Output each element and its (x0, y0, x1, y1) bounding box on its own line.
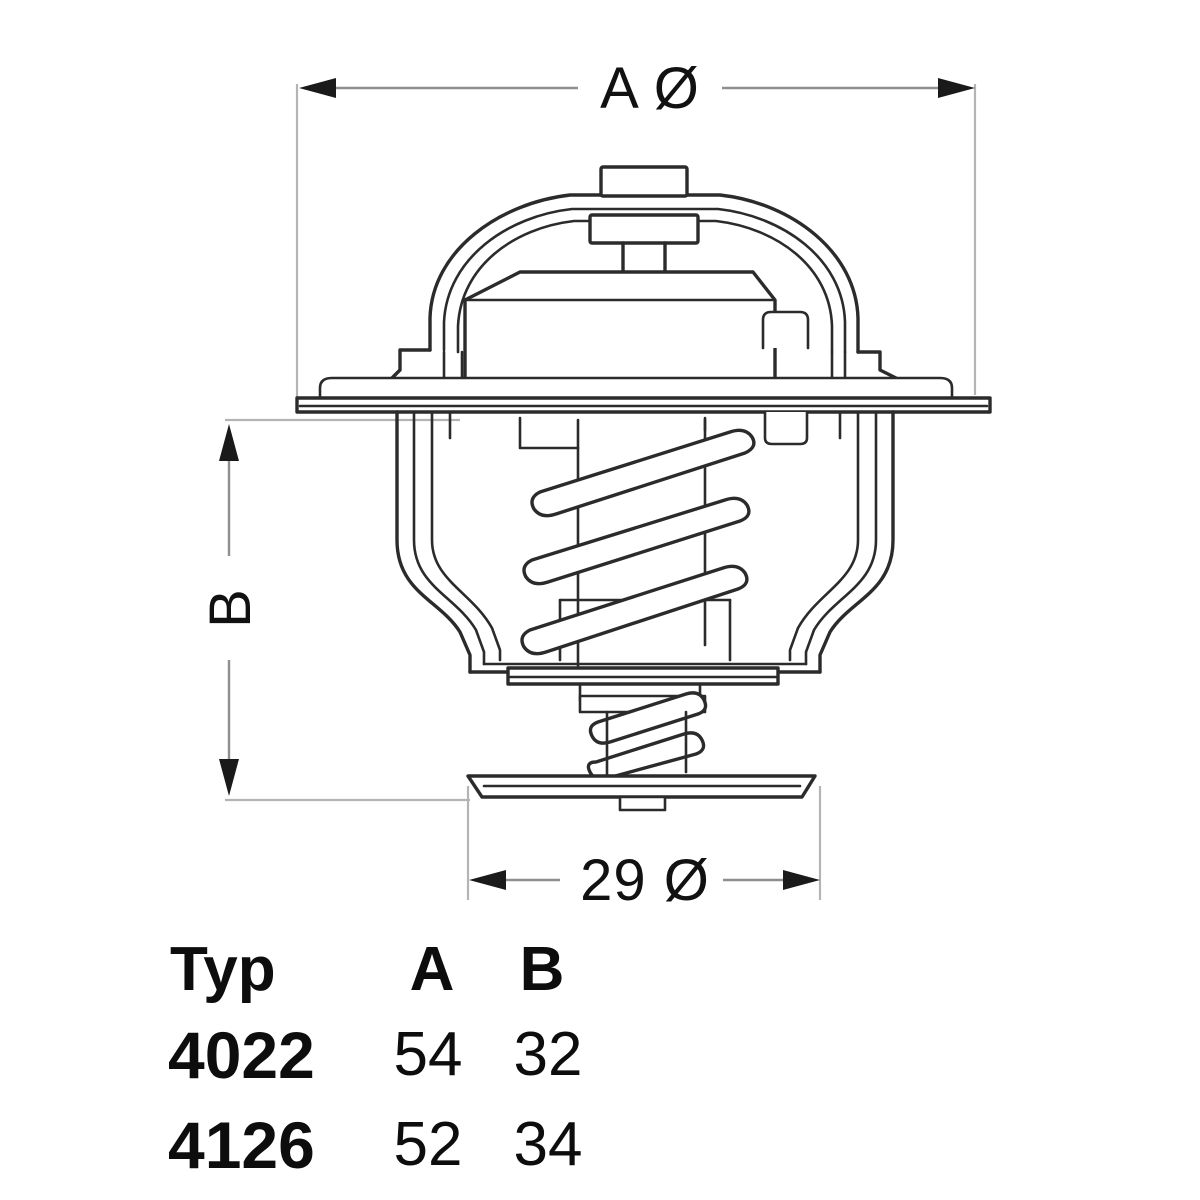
table-cell-b: 34 (514, 1110, 583, 1179)
flange-upper-band (318, 376, 954, 400)
table-cell-b: 32 (514, 1020, 583, 1089)
table-row: 4022 54 32 (168, 1018, 582, 1092)
frame-left-mid2 (430, 410, 502, 662)
frame-left-outer (395, 410, 472, 674)
frame-right-mid2 (788, 410, 860, 662)
frame-right-mid1 (804, 410, 878, 666)
upper-bracket-block (588, 213, 700, 245)
dim-b-arrow-bottom-icon (219, 759, 239, 796)
dim-a-arrow-right-icon (938, 78, 975, 98)
top-cap-block (599, 165, 689, 198)
dim-29-arrow-left-icon (469, 870, 506, 890)
spring-coil-3 (520, 564, 749, 656)
dimension-29-group: 29 Ø (466, 786, 822, 913)
dim-b-label: B (198, 588, 263, 628)
dim-a-label: A Ø (600, 56, 700, 121)
lower-spring-coil-2 (586, 731, 706, 781)
dim-a-arrow-left-icon (299, 78, 336, 98)
dim-b-arrow-top-icon (219, 424, 239, 461)
spring-coil-2 (522, 496, 751, 586)
frame-arm-right (788, 410, 895, 674)
table-cell-a: 52 (394, 1110, 463, 1179)
table-header-a: A (410, 935, 455, 1004)
frame-right-outer (818, 410, 895, 674)
dim-29-label: 29 Ø (580, 848, 710, 913)
dome-middle-curve (442, 207, 847, 354)
dim-29-arrow-right-icon (783, 870, 820, 890)
thermostat-assembly (295, 165, 992, 812)
frame-left-mid1 (412, 410, 486, 666)
lower-spring-coil-1 (588, 691, 708, 745)
dimension-a-group: A Ø (295, 56, 977, 412)
table-header-typ: Typ (170, 935, 276, 1004)
spec-table: Typ A B 4022 54 32 4126 52 34 (168, 935, 582, 1182)
table-cell-typ: 4022 (168, 1018, 315, 1092)
frame-arm-left (395, 410, 502, 674)
shaft-top-bracket-left (518, 416, 580, 450)
spring-coil-1 (530, 428, 756, 518)
bottom-center-tab (618, 795, 667, 812)
upper-side-tab (761, 310, 810, 350)
lower-spring-guide (605, 710, 688, 777)
lower-side-tab (763, 410, 809, 446)
table-cell-a: 54 (394, 1020, 463, 1089)
table-cell-typ: 4126 (168, 1108, 315, 1182)
main-conical-spring (520, 428, 756, 656)
dimension-b-group: B (198, 418, 470, 802)
table-row: 4126 52 34 (168, 1108, 582, 1182)
table-header-b: B (520, 935, 565, 1004)
lower-spring (586, 691, 708, 781)
